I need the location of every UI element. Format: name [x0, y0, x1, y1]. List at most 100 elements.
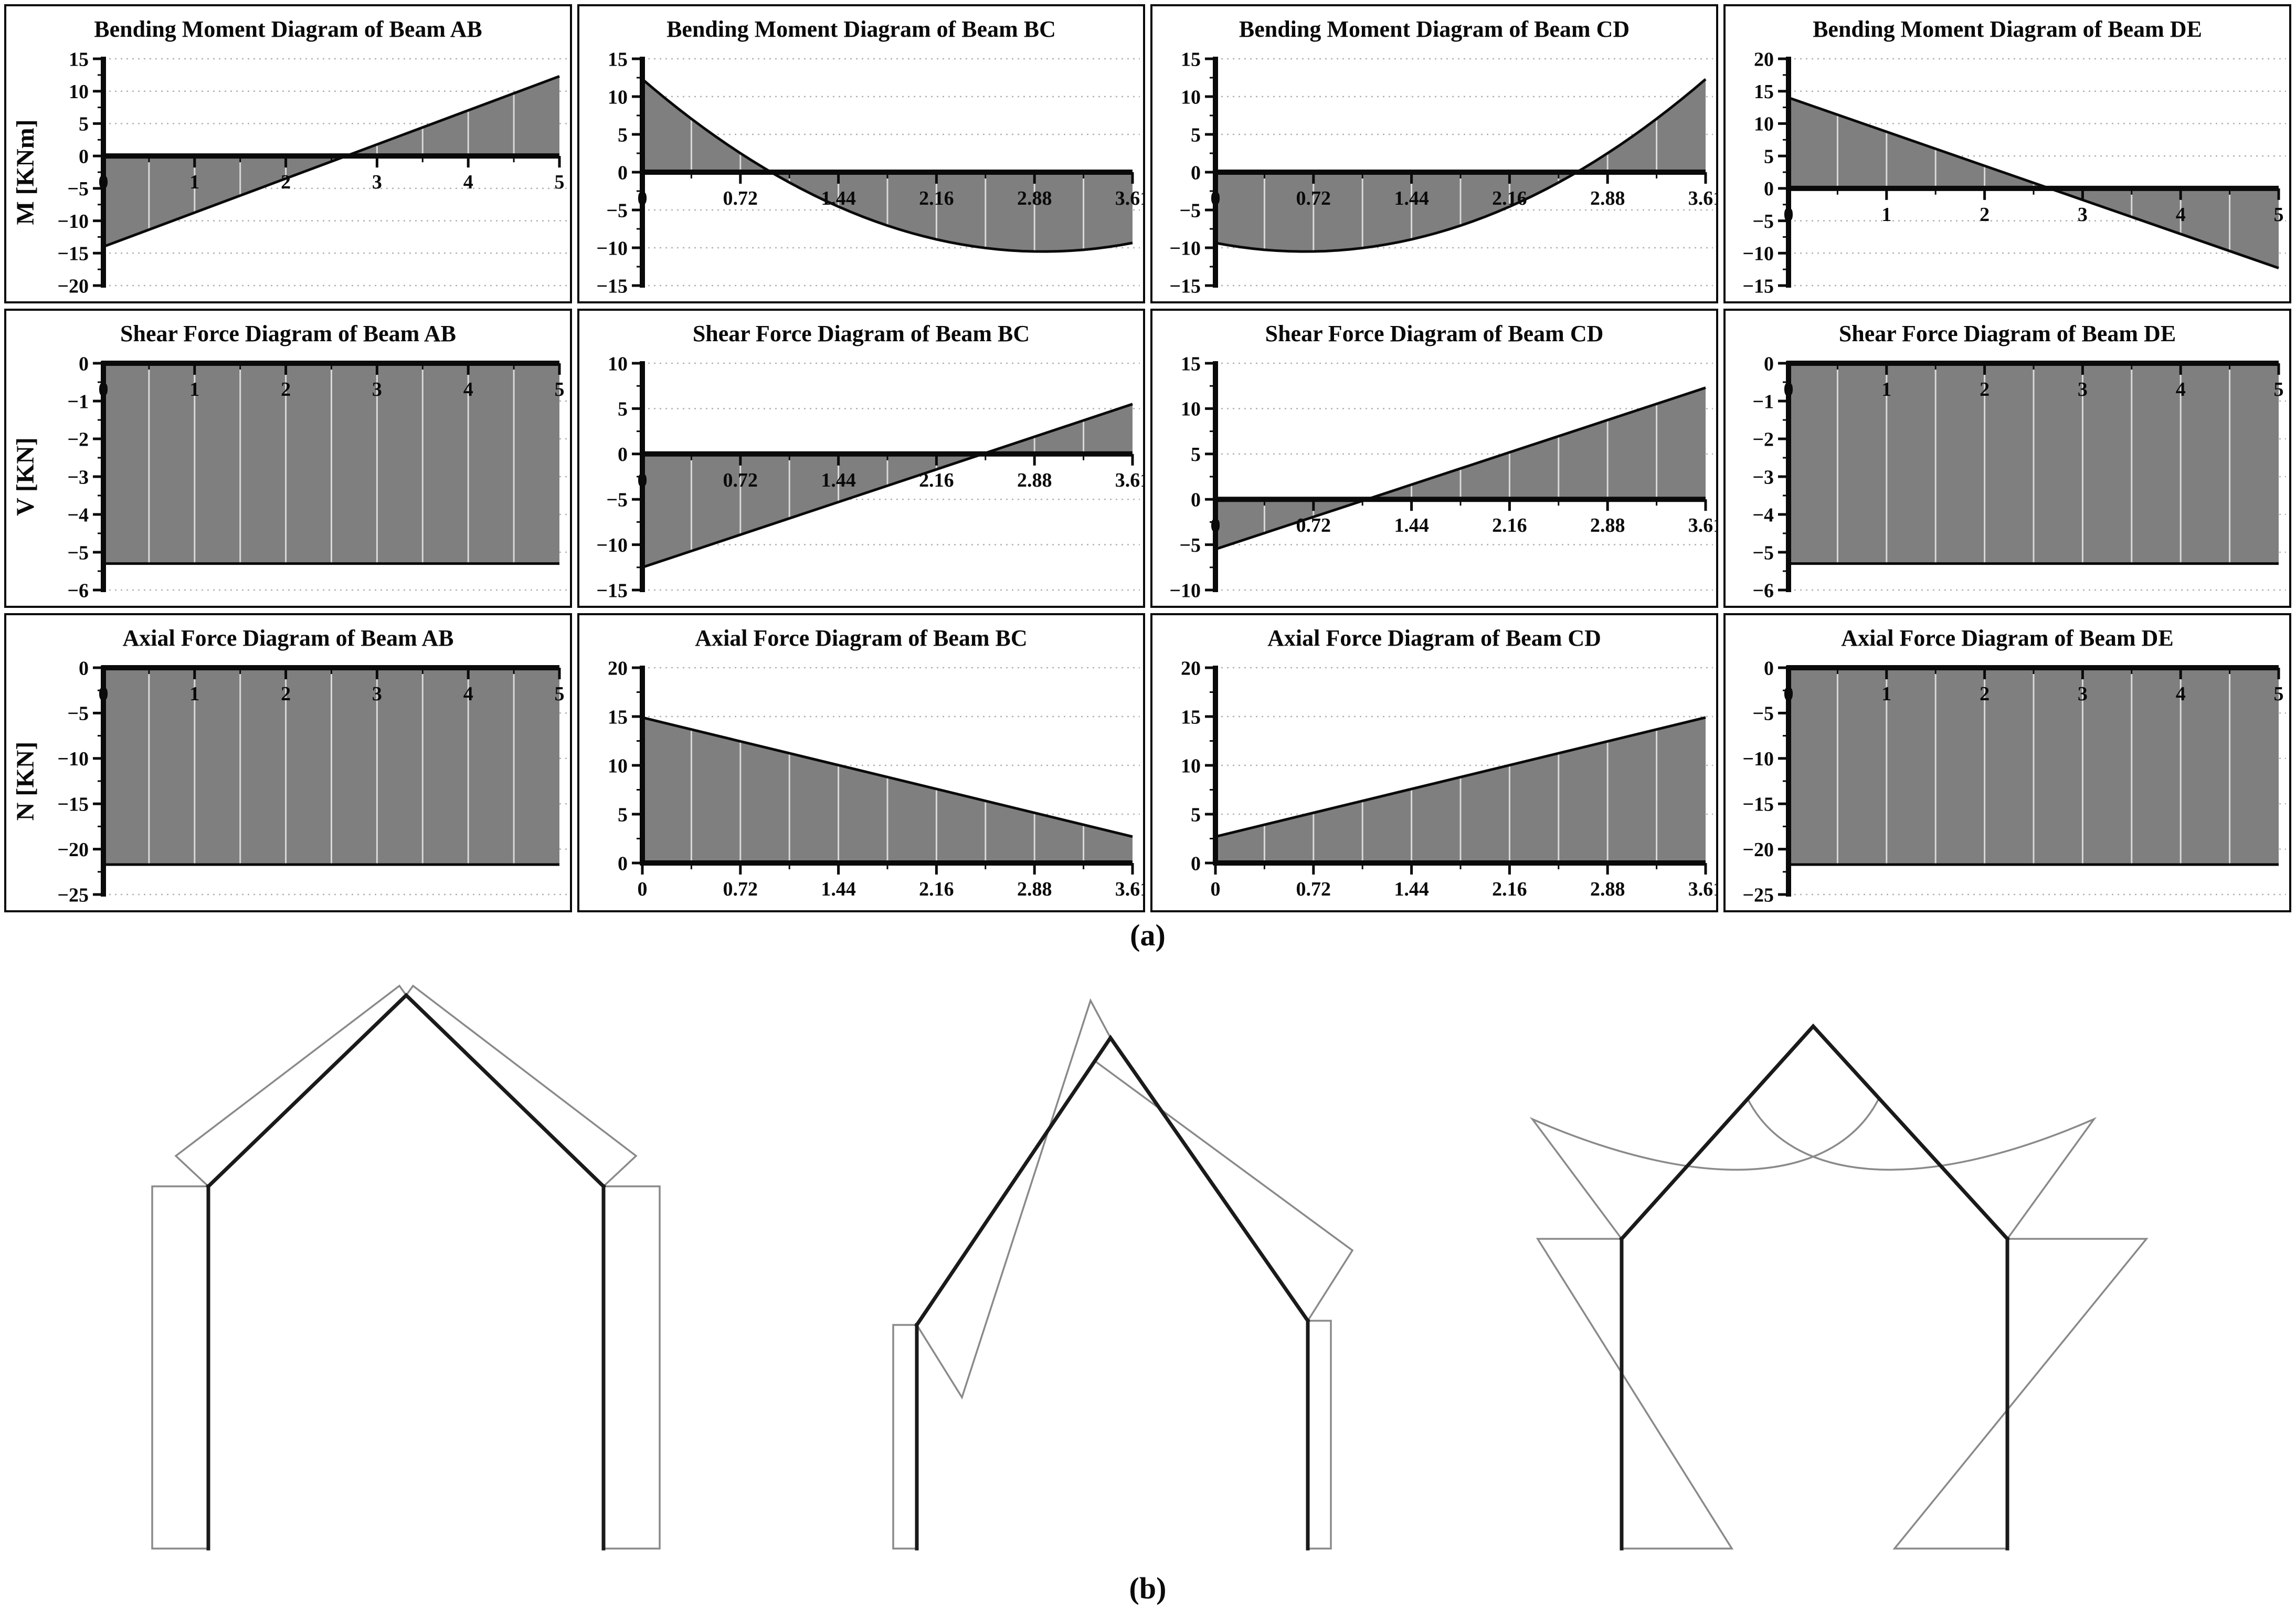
- y-tick-label: −15: [1169, 275, 1201, 297]
- x-tick-label: 1: [189, 378, 199, 401]
- y-tick-label: 5: [618, 398, 628, 420]
- y-tick-label: −15: [57, 243, 89, 265]
- y-tick-label: 0: [79, 145, 89, 167]
- x-tick-label: 0: [1784, 378, 1794, 401]
- frame-members: [1619, 1023, 2010, 1551]
- x-tick-label: 1: [1881, 204, 1891, 226]
- frame-diagram-axial: [79, 924, 761, 1554]
- y-tick-label: 10: [1181, 86, 1201, 108]
- x-tick-label: 3.61: [1115, 878, 1143, 900]
- y-tick-label: 5: [79, 113, 89, 135]
- x-tick-label: 2: [1980, 204, 1990, 226]
- y-tick-label: −5: [1179, 199, 1201, 222]
- x-tick-label: 4: [2176, 378, 2186, 401]
- x-tick-label: 2: [1980, 683, 1990, 705]
- y-tick-label: −4: [1752, 504, 1774, 526]
- y-tick-label: −20: [57, 839, 89, 861]
- right-rafter-axial-band: [405, 984, 638, 1188]
- x-tick-label: 1: [1881, 683, 1891, 705]
- chart-title: Axial Force Diagram of Beam AB: [122, 625, 454, 651]
- x-tick-label: 5: [555, 378, 565, 401]
- frame-diagram-shear: [840, 924, 1522, 1554]
- y-tick-label: −15: [57, 794, 89, 816]
- x-tick-label: 1.44: [821, 878, 856, 900]
- chart-title: Shear Force Diagram of Beam AB: [120, 321, 456, 346]
- panel-label-b: (b): [1129, 1571, 1167, 1605]
- x-tick-label: 5: [2274, 378, 2284, 401]
- y-tick-label: 10: [1181, 398, 1201, 420]
- y-tick-label: −2: [1752, 428, 1774, 450]
- panel-label-a: (a): [1130, 918, 1166, 952]
- rafters: [1619, 1023, 2010, 1241]
- y-axis-title: V [KN]: [12, 437, 39, 516]
- y-tick-label: 0: [1764, 353, 1774, 375]
- y-tick-label: 15: [608, 48, 628, 70]
- y-tick-label: 10: [608, 353, 628, 375]
- y-tick-label: −20: [1742, 839, 1774, 861]
- x-tick-label: 3: [2078, 683, 2088, 705]
- x-tick-label: 0: [1211, 514, 1221, 536]
- x-tick-label: 2.88: [1017, 878, 1052, 900]
- right-rafter-moment-curve: [1529, 1098, 1880, 1240]
- x-tick-label: 0: [99, 171, 109, 193]
- y-tick-label: −5: [1752, 210, 1774, 233]
- left-column-axial-band: [151, 1185, 209, 1550]
- x-tick-label: 0: [1784, 683, 1794, 705]
- x-tick-label: 3.61: [1115, 187, 1143, 209]
- y-tick-label: −5: [1752, 542, 1774, 564]
- left-column-moment-triangles: [1536, 1238, 1734, 1550]
- x-tick-label: 0.72: [723, 187, 758, 209]
- y-tick-label: 20: [1181, 657, 1201, 679]
- x-tick-label: 1.44: [821, 469, 856, 491]
- x-tick-label: 0: [99, 683, 109, 705]
- chart-title: Axial Force Diagram of Beam CD: [1267, 625, 1601, 651]
- x-tick-label: 2.16: [1492, 878, 1527, 900]
- y-axis-title: M [KNm]: [12, 119, 39, 225]
- x-tick-label: 2.16: [1492, 514, 1527, 536]
- x-tick-label: 0: [1211, 187, 1221, 209]
- x-tick-label: 4: [463, 683, 473, 705]
- x-tick-label: 4: [463, 378, 473, 401]
- y-tick-label: −1: [67, 391, 89, 413]
- y-tick-label: 15: [608, 706, 628, 728]
- right-column-moment-triangles: [1892, 1238, 2149, 1550]
- y-tick-label: −15: [1742, 275, 1774, 297]
- y-tick-label: −10: [57, 210, 89, 233]
- x-tick-label: 3.61: [1115, 469, 1143, 491]
- y-tick-label: −15: [1742, 794, 1774, 816]
- x-tick-label: 1: [189, 171, 199, 193]
- y-tick-label: −5: [606, 489, 628, 511]
- y-tick-label: 0: [1191, 162, 1201, 184]
- x-tick-label: 2: [281, 171, 291, 193]
- y-tick-label: 20: [1754, 48, 1774, 70]
- y-tick-label: −10: [1742, 748, 1774, 770]
- x-tick-label: 1: [189, 683, 199, 705]
- x-tick-label: 5: [2274, 204, 2284, 226]
- x-tick-label: 4: [2176, 683, 2186, 705]
- x-tick-label: 2.88: [1590, 878, 1625, 900]
- y-axis-title: N [KN]: [12, 742, 39, 821]
- x-tick-label: 0: [1784, 204, 1794, 226]
- y-tick-label: 5: [618, 124, 628, 146]
- y-tick-label: −10: [1169, 237, 1201, 259]
- y-tick-label: −10: [1742, 243, 1774, 265]
- y-tick-label: −5: [1752, 703, 1774, 725]
- frame-members: [914, 1034, 1310, 1551]
- left-rafter-axial-band: [174, 984, 408, 1188]
- moment-frame-svg: [1529, 1023, 2149, 1551]
- chart-title: Shear Force Diagram of Beam DE: [1838, 321, 2176, 346]
- chart-title: Shear Force Diagram of Beam CD: [1265, 321, 1604, 346]
- x-tick-label: 3: [2078, 378, 2088, 401]
- right-rafter-shear-triangle: [1094, 1060, 1354, 1321]
- x-tick-label: 2.16: [1492, 187, 1527, 209]
